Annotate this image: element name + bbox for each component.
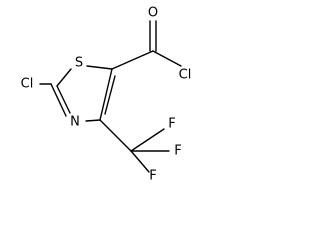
bond-c5-carbonyl bbox=[111, 50, 154, 70]
bonds bbox=[39, 20, 182, 173]
atom-sulfur: S bbox=[75, 56, 83, 71]
bond-c4-cf3 bbox=[99, 119, 132, 152]
atom-nitrogen: N bbox=[70, 115, 80, 130]
atom-cl-acyl: Cl bbox=[179, 68, 192, 83]
atom-f-bottom: F bbox=[149, 169, 156, 184]
bond-c-cl-acyl bbox=[152, 50, 182, 67]
bond-c2-n-inner bbox=[56, 85, 71, 114]
atom-labels: Cl S N O Cl F F F bbox=[21, 6, 192, 184]
bond-n-c4 bbox=[85, 119, 101, 122]
bond-c4-c5-inner bbox=[104, 75, 116, 115]
atom-cl-ring: Cl bbox=[21, 77, 34, 92]
atom-f-top: F bbox=[168, 117, 175, 132]
molecule-structure: Cl S N O Cl F F F bbox=[21, 6, 192, 184]
atom-f-right: F bbox=[174, 144, 181, 159]
atom-oxygen: O bbox=[148, 6, 158, 21]
bond-s-c2 bbox=[56, 68, 72, 87]
bond-cf3-f-top bbox=[130, 128, 165, 152]
bond-cf3-f-bottom bbox=[130, 150, 150, 173]
bond-c4-c5 bbox=[99, 68, 113, 121]
bond-s-c5 bbox=[86, 65, 113, 70]
bond-c2-n bbox=[50, 83, 67, 117]
